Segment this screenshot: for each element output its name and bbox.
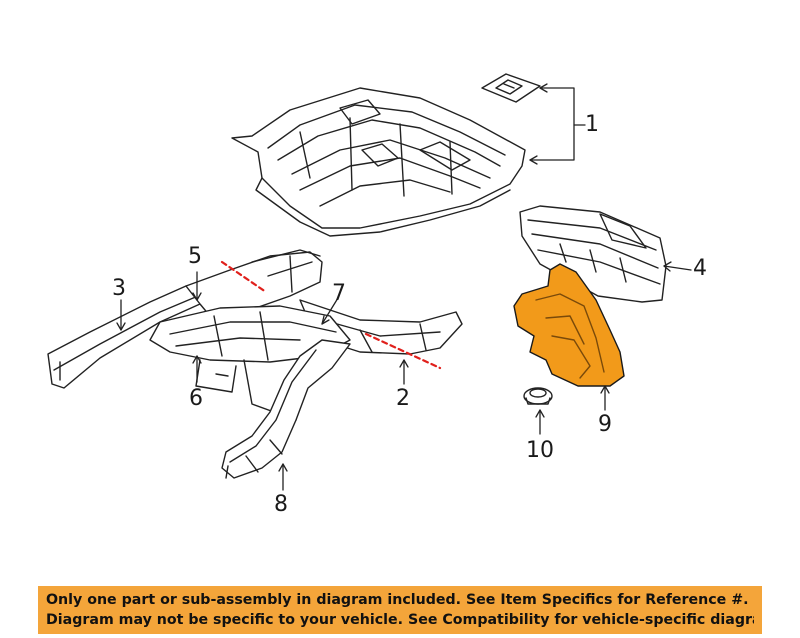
callout-10: 10 [526,438,554,463]
disclaimer-line-1: Only one part or sub-assembly in diagram… [46,592,749,608]
grommet-part-10 [523,387,553,405]
leader-7 [321,297,339,325]
callout-6: 6 [189,386,203,411]
rear-floor-pan-part-1 [231,87,526,237]
rear-panel-part-4 [519,205,667,303]
leader-4 [663,265,692,271]
callout-8: 8 [274,492,288,517]
disclaimer-banner: Only one part or sub-assembly in diagram… [38,586,762,634]
cut-line-part-5 [220,260,268,294]
leader-1 [539,87,586,126]
callout-9: 9 [598,412,612,437]
callout-2: 2 [396,386,410,411]
disclaimer-line-2: Diagram may not be specific to your vehi… [46,612,754,628]
callout-7: 7 [332,281,346,306]
cut-line-part-2 [364,332,442,370]
callout-3: 3 [112,276,126,301]
exploded-parts-diagram [47,73,692,491]
callout-5: 5 [188,244,202,269]
cut-lines [220,260,442,370]
floor-patch-bracket [481,73,541,103]
callout-4: 4 [693,256,707,281]
leader-lines [116,83,692,491]
callout-1: 1 [585,112,599,137]
heat-shield-part-9-highlighted [513,263,625,387]
